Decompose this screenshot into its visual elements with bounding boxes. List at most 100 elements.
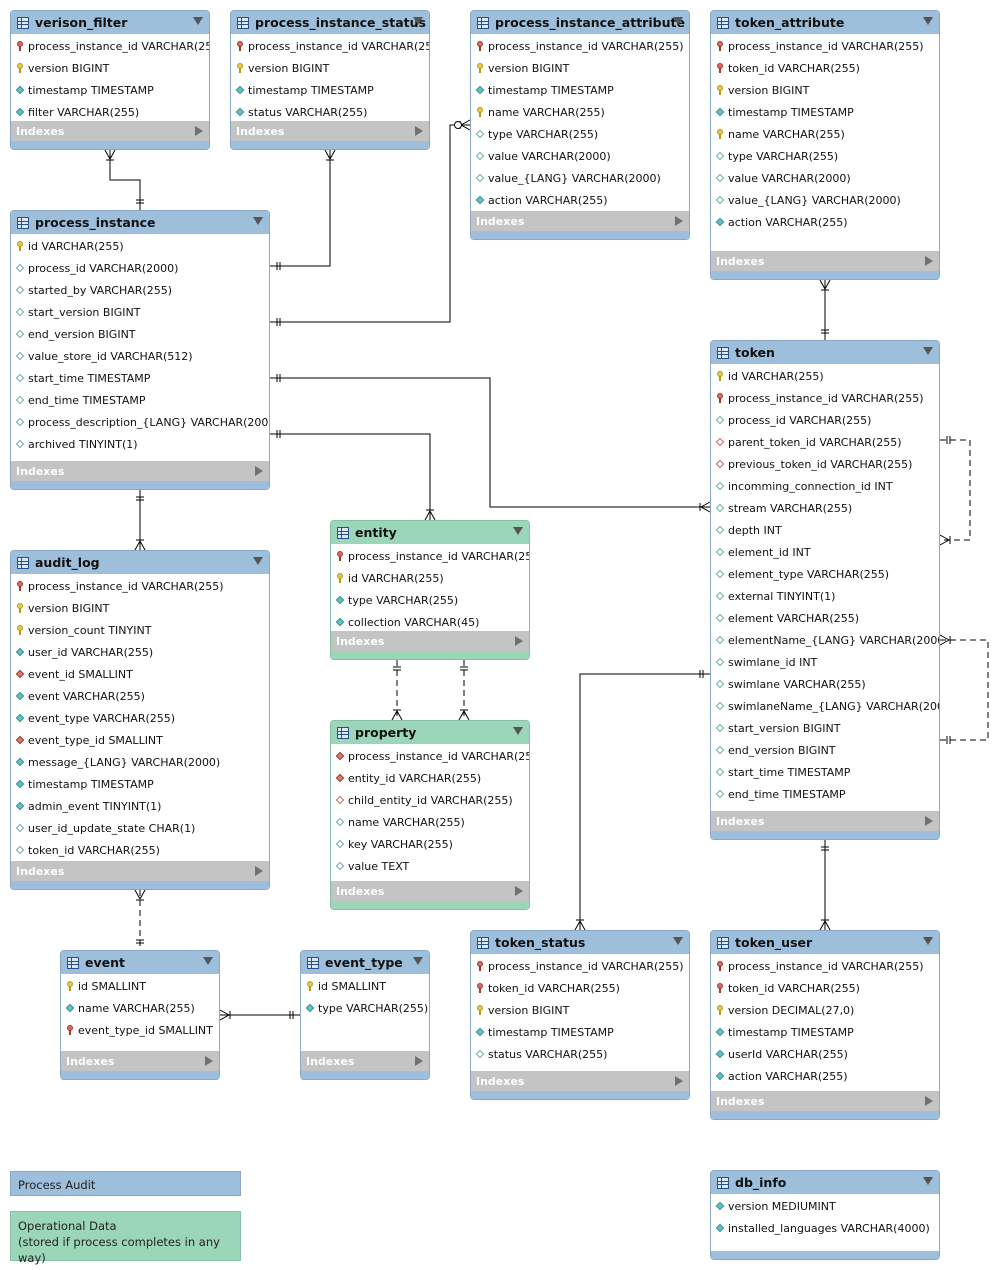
column-row[interactable]: timestamp TIMESTAMP (11, 773, 269, 795)
column-row[interactable]: start_version BIGINT (711, 717, 939, 739)
column-row[interactable]: version BIGINT (11, 57, 209, 79)
column-row[interactable]: value_store_id VARCHAR(512) (11, 345, 269, 367)
column-row[interactable]: admin_event TINYINT(1) (11, 795, 269, 817)
column-row[interactable]: stream VARCHAR(255) (711, 497, 939, 519)
collapse-arrow-icon[interactable] (923, 347, 933, 355)
column-row[interactable]: process_instance_id VARCHAR(255) (331, 745, 529, 767)
expand-arrow-icon[interactable] (925, 256, 933, 266)
expand-arrow-icon[interactable] (675, 216, 683, 226)
table-header[interactable]: process_instance_status (231, 11, 429, 34)
expand-arrow-icon[interactable] (415, 1056, 423, 1066)
column-row[interactable]: timestamp TIMESTAMP (471, 79, 689, 101)
column-row[interactable]: value_{LANG} VARCHAR(2000) (711, 189, 939, 211)
indexes-section[interactable]: Indexes (331, 631, 529, 651)
column-row[interactable]: depth INT (711, 519, 939, 541)
table-header[interactable]: process_instance_attribute (471, 11, 689, 34)
table-header[interactable]: process_instance (11, 211, 269, 234)
column-row[interactable]: element_id INT (711, 541, 939, 563)
column-row[interactable]: previous_token_id VARCHAR(255) (711, 453, 939, 475)
indexes-section[interactable]: Indexes (331, 881, 529, 901)
indexes-section[interactable]: Indexes (471, 1071, 689, 1091)
column-row[interactable]: timestamp TIMESTAMP (711, 101, 939, 123)
column-row[interactable]: type VARCHAR(255) (331, 589, 529, 611)
column-row[interactable]: token_id VARCHAR(255) (711, 977, 939, 999)
collapse-arrow-icon[interactable] (673, 17, 683, 25)
collapse-arrow-icon[interactable] (413, 17, 423, 25)
column-row[interactable]: type VARCHAR(255) (711, 145, 939, 167)
column-row[interactable]: id VARCHAR(255) (711, 365, 939, 387)
column-row[interactable]: status VARCHAR(255) (231, 101, 429, 123)
column-row[interactable]: name VARCHAR(255) (331, 811, 529, 833)
column-row[interactable]: action VARCHAR(255) (711, 211, 939, 233)
collapse-arrow-icon[interactable] (413, 957, 423, 965)
column-row[interactable]: value VARCHAR(2000) (711, 167, 939, 189)
expand-arrow-icon[interactable] (205, 1056, 213, 1066)
table-header[interactable]: entity (331, 521, 529, 544)
column-row[interactable]: process_instance_id VARCHAR(255) (11, 35, 209, 57)
table-header[interactable]: token_attribute (711, 11, 939, 34)
indexes-section[interactable]: Indexes (711, 1091, 939, 1111)
column-row[interactable]: id VARCHAR(255) (331, 567, 529, 589)
collapse-arrow-icon[interactable] (673, 937, 683, 945)
column-row[interactable]: start_time TIMESTAMP (711, 761, 939, 783)
column-row[interactable]: process_id VARCHAR(2000) (11, 257, 269, 279)
column-row[interactable]: filter VARCHAR(255) (11, 101, 209, 123)
column-row[interactable]: process_instance_id VARCHAR(255) (331, 545, 529, 567)
column-row[interactable]: type VARCHAR(255) (471, 123, 689, 145)
expand-arrow-icon[interactable] (675, 1076, 683, 1086)
expand-arrow-icon[interactable] (195, 126, 203, 136)
indexes-section[interactable]: Indexes (11, 861, 269, 881)
column-row[interactable]: installed_languages VARCHAR(4000) (711, 1217, 939, 1239)
column-row[interactable]: child_entity_id VARCHAR(255) (331, 789, 529, 811)
expand-arrow-icon[interactable] (255, 466, 263, 476)
collapse-arrow-icon[interactable] (193, 17, 203, 25)
column-row[interactable]: process_instance_id VARCHAR(255) (711, 35, 939, 57)
column-row[interactable]: process_instance_id VARCHAR(255) (471, 955, 689, 977)
column-row[interactable]: end_version BIGINT (711, 739, 939, 761)
column-row[interactable]: swimlane_id INT (711, 651, 939, 673)
column-row[interactable]: value TEXT (331, 855, 529, 877)
column-row[interactable]: process_id VARCHAR(255) (711, 409, 939, 431)
column-row[interactable]: action VARCHAR(255) (711, 1065, 939, 1087)
indexes-section[interactable]: Indexes (471, 211, 689, 231)
column-row[interactable]: value VARCHAR(2000) (471, 145, 689, 167)
column-row[interactable]: event_type_id SMALLINT (61, 1019, 219, 1041)
column-row[interactable]: parent_token_id VARCHAR(255) (711, 431, 939, 453)
column-row[interactable]: archived TINYINT(1) (11, 433, 269, 455)
column-row[interactable]: id SMALLINT (61, 975, 219, 997)
column-row[interactable]: end_time TIMESTAMP (711, 783, 939, 805)
indexes-section[interactable]: Indexes (11, 461, 269, 481)
column-row[interactable]: end_time TIMESTAMP (11, 389, 269, 411)
table-header[interactable]: event_type (301, 951, 429, 974)
column-row[interactable]: message_{LANG} VARCHAR(2000) (11, 751, 269, 773)
column-row[interactable]: process_description_{LANG} VARCHAR(2000) (11, 411, 269, 433)
column-row[interactable]: elementName_{LANG} VARCHAR(2000) (711, 629, 939, 651)
column-row[interactable]: process_instance_id VARCHAR(255) (711, 387, 939, 409)
column-row[interactable]: process_instance_id VARCHAR(255) (11, 575, 269, 597)
expand-arrow-icon[interactable] (515, 636, 523, 646)
indexes-section[interactable]: Indexes (231, 121, 429, 141)
column-row[interactable]: started_by VARCHAR(255) (11, 279, 269, 301)
column-row[interactable]: event VARCHAR(255) (11, 685, 269, 707)
indexes-section[interactable]: Indexes (61, 1051, 219, 1071)
column-row[interactable]: start_time TIMESTAMP (11, 367, 269, 389)
expand-arrow-icon[interactable] (515, 886, 523, 896)
column-row[interactable]: user_id_update_state CHAR(1) (11, 817, 269, 839)
column-row[interactable]: incomming_connection_id INT (711, 475, 939, 497)
column-row[interactable]: id VARCHAR(255) (11, 235, 269, 257)
expand-arrow-icon[interactable] (255, 866, 263, 876)
column-row[interactable]: user_id VARCHAR(255) (11, 641, 269, 663)
column-row[interactable]: timestamp TIMESTAMP (231, 79, 429, 101)
column-row[interactable]: element_type VARCHAR(255) (711, 563, 939, 585)
table-header[interactable]: token (711, 341, 939, 364)
column-row[interactable]: process_instance_id VARCHAR(255) (231, 35, 429, 57)
